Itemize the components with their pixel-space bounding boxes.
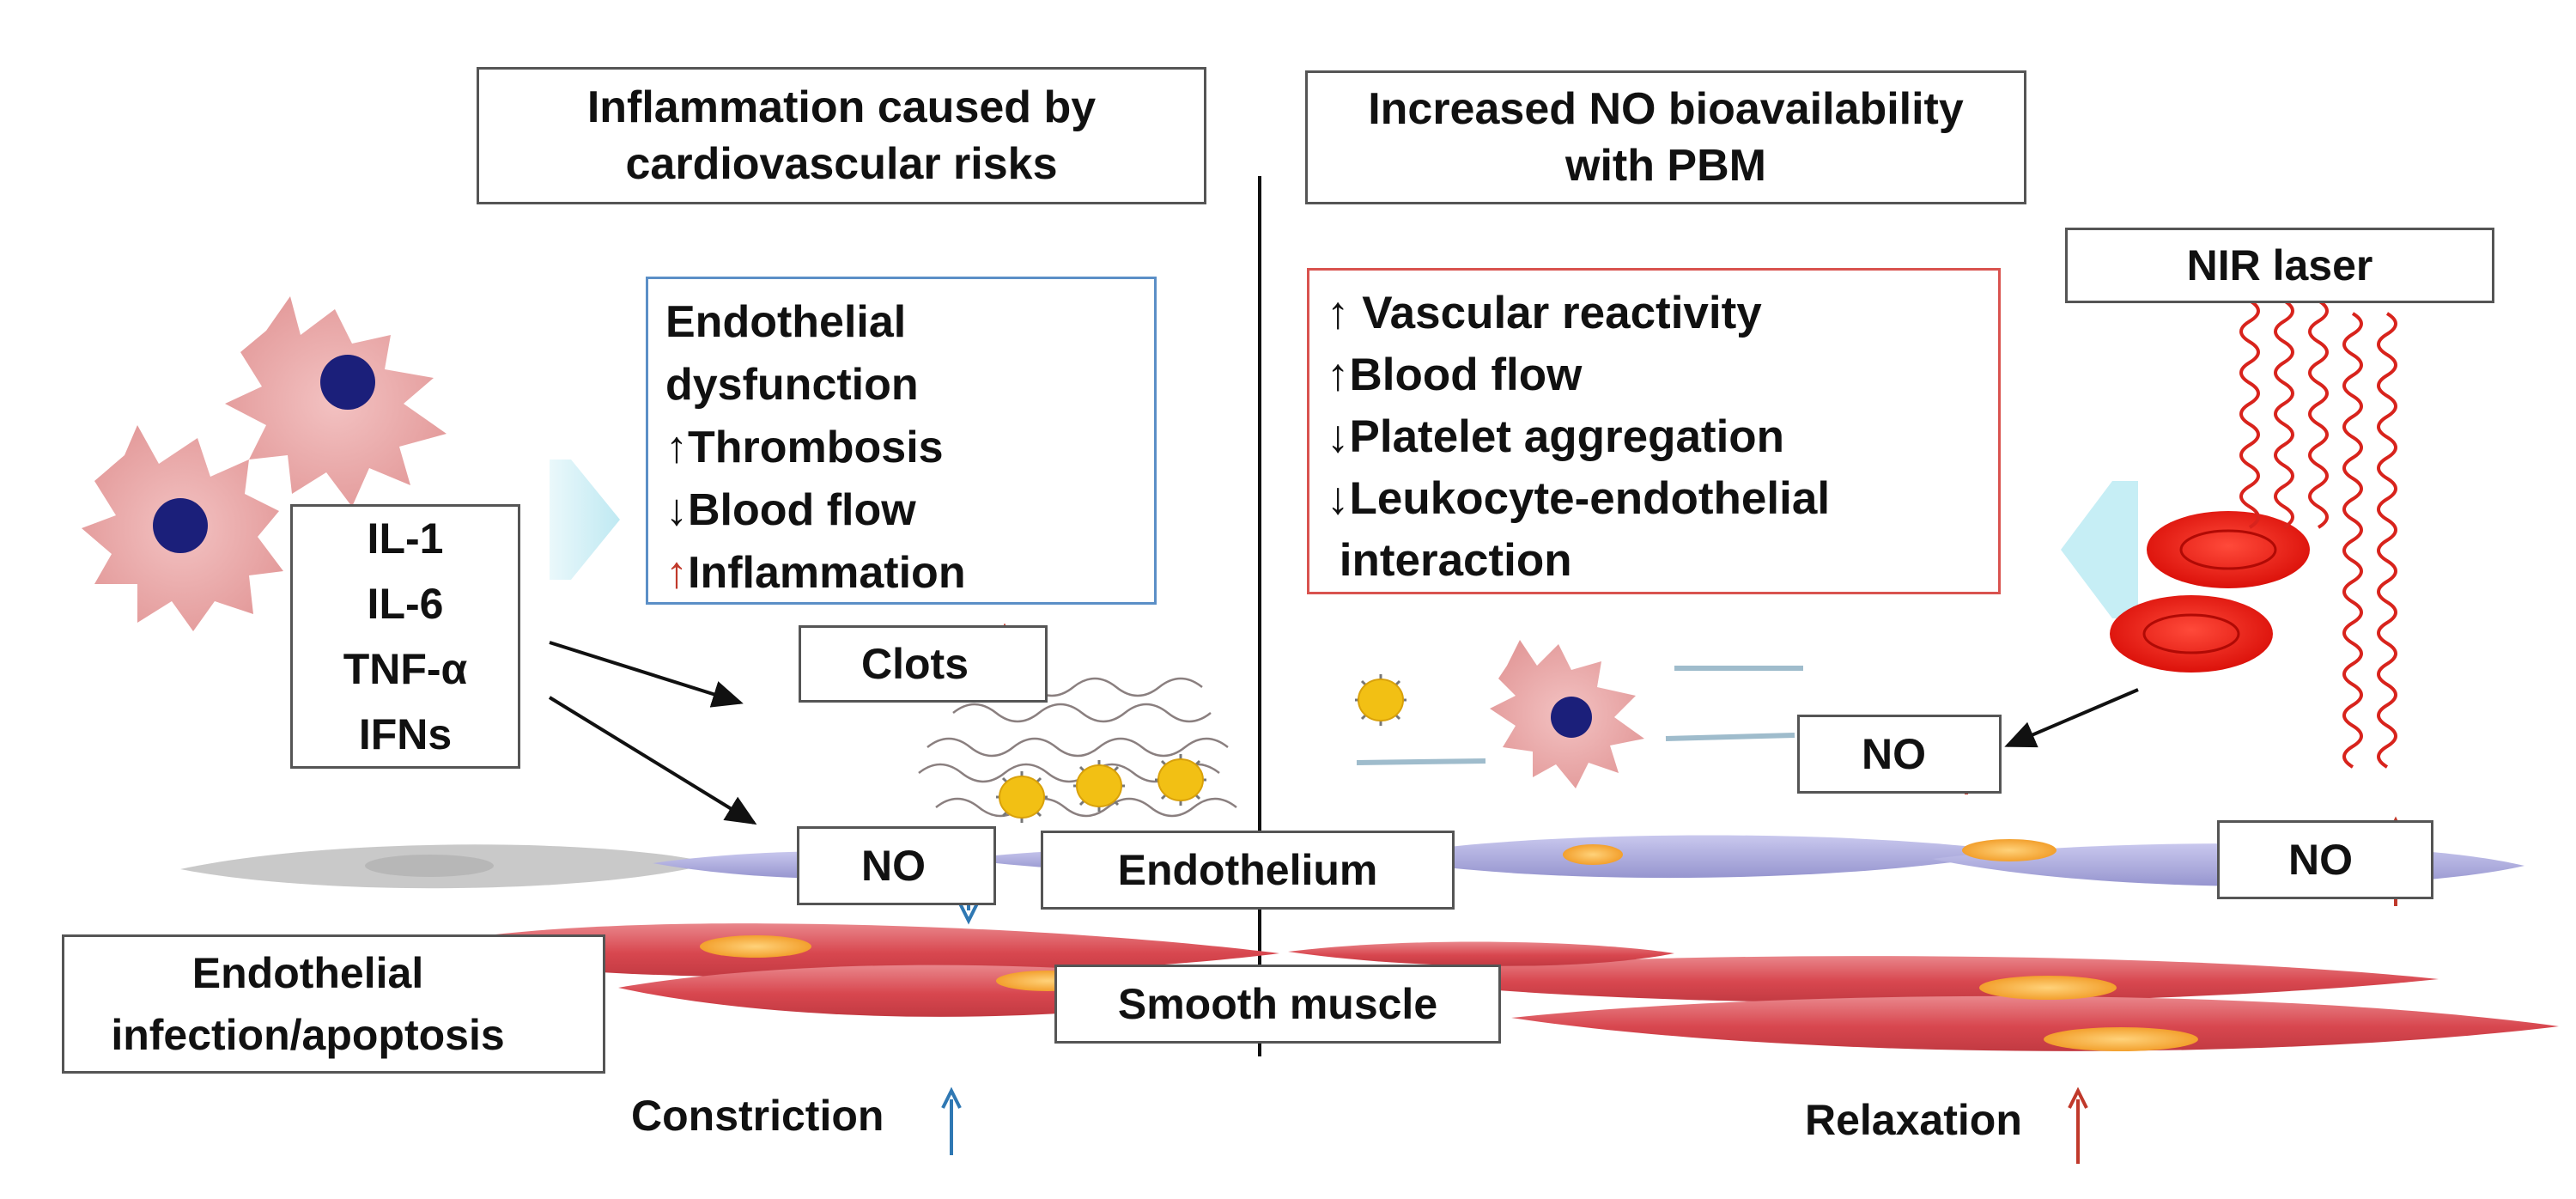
clots-box: Clots xyxy=(799,625,1048,703)
up-arrow-icon: ↑ xyxy=(665,548,688,598)
arrow-to-clots-icon xyxy=(549,641,744,708)
relaxation-up-arrow-icon xyxy=(2068,1086,2088,1164)
flow-arrow-right-icon xyxy=(2061,481,2138,618)
no-box-right-upper: NO xyxy=(1797,715,2002,794)
nir-laser-waves xyxy=(2239,299,2397,769)
no-box-left: NO xyxy=(797,826,996,905)
cytokines-box: IL-1 IL-6 TNF-α IFNs xyxy=(290,504,520,769)
relaxation-label: Relaxation xyxy=(1805,1096,2022,1144)
platelet-icon xyxy=(1153,752,1208,807)
right-title-line: Increased NO bioavailability xyxy=(1368,84,1964,134)
right-title-line: with PBM xyxy=(1565,141,1766,191)
dysfunction-item: Endothelial xyxy=(665,297,907,347)
left-title-box: Inflammation caused by cardiovascular ri… xyxy=(477,67,1206,204)
pbm-effect-item: ↓Platelet aggregation xyxy=(1327,411,1785,462)
cytokine-label: IL-1 xyxy=(367,514,444,563)
cytokine-label: IL-6 xyxy=(367,580,444,628)
pbm-effect-item: ↓Leukocyte-endothelial xyxy=(1327,473,1831,524)
pbm-effect-item: ↑ Vascular reactivity xyxy=(1327,288,1762,338)
right-title-box: Increased NO bioavailability with PBM xyxy=(1305,70,2026,204)
cytokine-label: TNF-α xyxy=(343,645,468,693)
dysfunction-item: ↓Blood flow xyxy=(665,485,916,535)
leukocyte-cell-right xyxy=(1490,640,1644,788)
arrow-to-no-icon xyxy=(548,696,757,825)
leukocyte-cell-bottom xyxy=(82,425,283,631)
down-arrow-icon: ↓ xyxy=(1327,473,1350,524)
arrow-laser-to-no-icon xyxy=(2004,688,2139,748)
down-arrow-icon: ↓ xyxy=(1327,411,1350,462)
platelet-icon xyxy=(1353,673,1408,727)
smooth-muscle-label-box: Smooth muscle xyxy=(1054,965,1501,1044)
dysfunction-item: dysfunction xyxy=(665,360,919,410)
dysfunction-list-box: Endothelial dysfunction ↑Thrombosis ↓Blo… xyxy=(646,277,1157,605)
cytokine-label: IFNs xyxy=(358,710,453,758)
leukocyte-cell-top xyxy=(225,296,447,507)
smooth-muscle-cells xyxy=(481,923,2559,1051)
dysfunction-item: ↑Thrombosis xyxy=(665,423,944,472)
endothelium-label-box: Endothelium xyxy=(1041,831,1455,910)
up-arrow-icon: ↑ xyxy=(1327,350,1350,400)
platelet-icon xyxy=(994,770,1049,825)
dysfunction-item: ↑Inflammation xyxy=(665,548,966,598)
constriction-label: Constriction xyxy=(631,1092,884,1140)
down-arrow-icon: ↓ xyxy=(665,485,688,535)
red-blood-cells xyxy=(2110,511,2310,673)
no-box-right-lower: NO xyxy=(2217,820,2433,899)
pbm-effect-item: interaction xyxy=(1327,535,1572,586)
flow-arrow-left-icon xyxy=(550,460,620,580)
platelet-icon xyxy=(1072,758,1127,813)
pbm-effect-item: ↑Blood flow xyxy=(1327,350,1583,400)
left-title-line: Inflammation caused by xyxy=(586,82,1097,132)
constriction-up-arrow-icon xyxy=(941,1086,962,1155)
left-title-line: cardiovascular risks xyxy=(625,139,1058,189)
infection-box: Endothelial infection/apoptosis xyxy=(62,934,605,1074)
up-arrow-icon: ↑ xyxy=(665,423,688,472)
pbm-effects-box: ↑ Vascular reactivity ↑Blood flow ↓Plate… xyxy=(1307,268,2001,594)
nir-laser-box: NIR laser xyxy=(2065,228,2494,303)
up-arrow-icon: ↑ xyxy=(1327,288,1350,338)
